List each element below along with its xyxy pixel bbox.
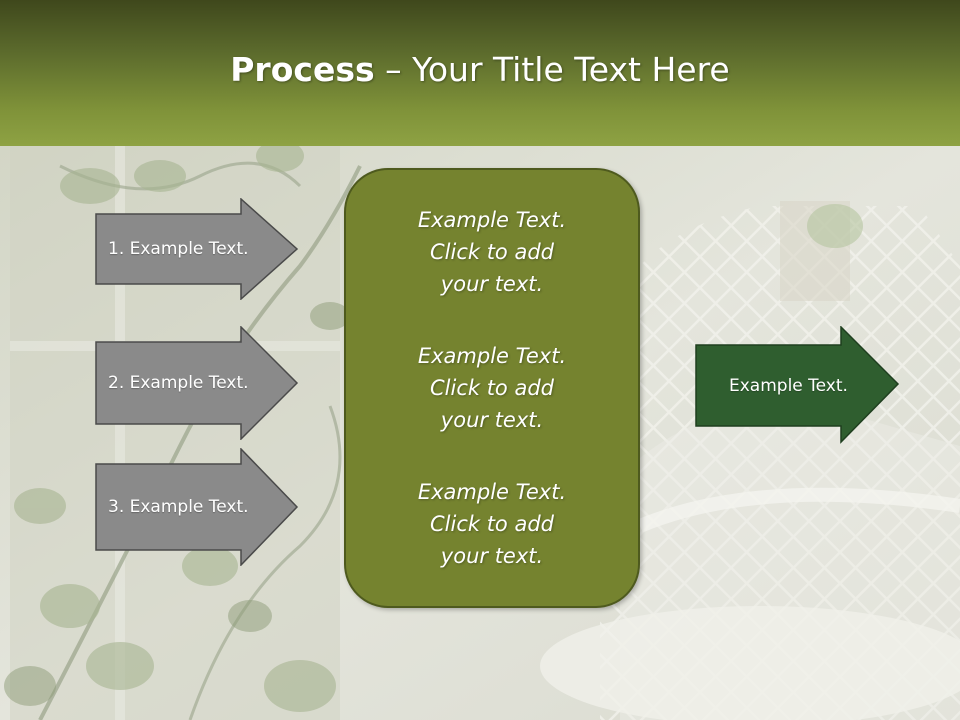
- center-paragraph-1-line3: your text.: [440, 272, 544, 296]
- center-paragraph-3-line3: your text.: [440, 544, 544, 568]
- center-paragraph-3: Example Text. Click to add your text.: [418, 476, 566, 572]
- process-step-label-1: 1. Example Text.: [108, 239, 249, 259]
- result-arrow[interactable]: [695, 326, 900, 444]
- center-paragraph-2-line2: Click to add: [429, 376, 554, 400]
- center-paragraph-2: Example Text. Click to add your text.: [418, 340, 566, 436]
- process-step-label-2: 2. Example Text.: [108, 373, 249, 393]
- title-rest: Your Title Text Here: [412, 49, 730, 89]
- process-step-arrow-2[interactable]: [95, 326, 299, 440]
- center-paragraph-3-line2: Click to add: [429, 512, 554, 536]
- title-bar: Process – Your Title Text Here: [0, 0, 960, 146]
- title-bold: Process: [230, 49, 375, 89]
- center-paragraph-1: Example Text. Click to add your text.: [418, 204, 566, 300]
- result-arrow-label: Example Text.: [729, 375, 848, 396]
- process-step-arrow-1[interactable]: [95, 198, 299, 300]
- center-paragraph-1-line1: Example Text.: [417, 208, 567, 232]
- slide-title[interactable]: Process – Your Title Text Here: [230, 50, 730, 89]
- process-step-label-3: 3. Example Text.: [108, 497, 249, 517]
- center-paragraph-2-line3: your text.: [440, 408, 544, 432]
- center-text-box[interactable]: Example Text. Click to add your text. Ex…: [344, 168, 640, 608]
- center-paragraph-3-line1: Example Text.: [417, 480, 567, 504]
- process-step-arrow-3[interactable]: [95, 448, 299, 566]
- title-dash: –: [374, 49, 413, 89]
- center-paragraph-1-line2: Click to add: [429, 240, 554, 264]
- center-paragraph-2-line1: Example Text.: [417, 344, 567, 368]
